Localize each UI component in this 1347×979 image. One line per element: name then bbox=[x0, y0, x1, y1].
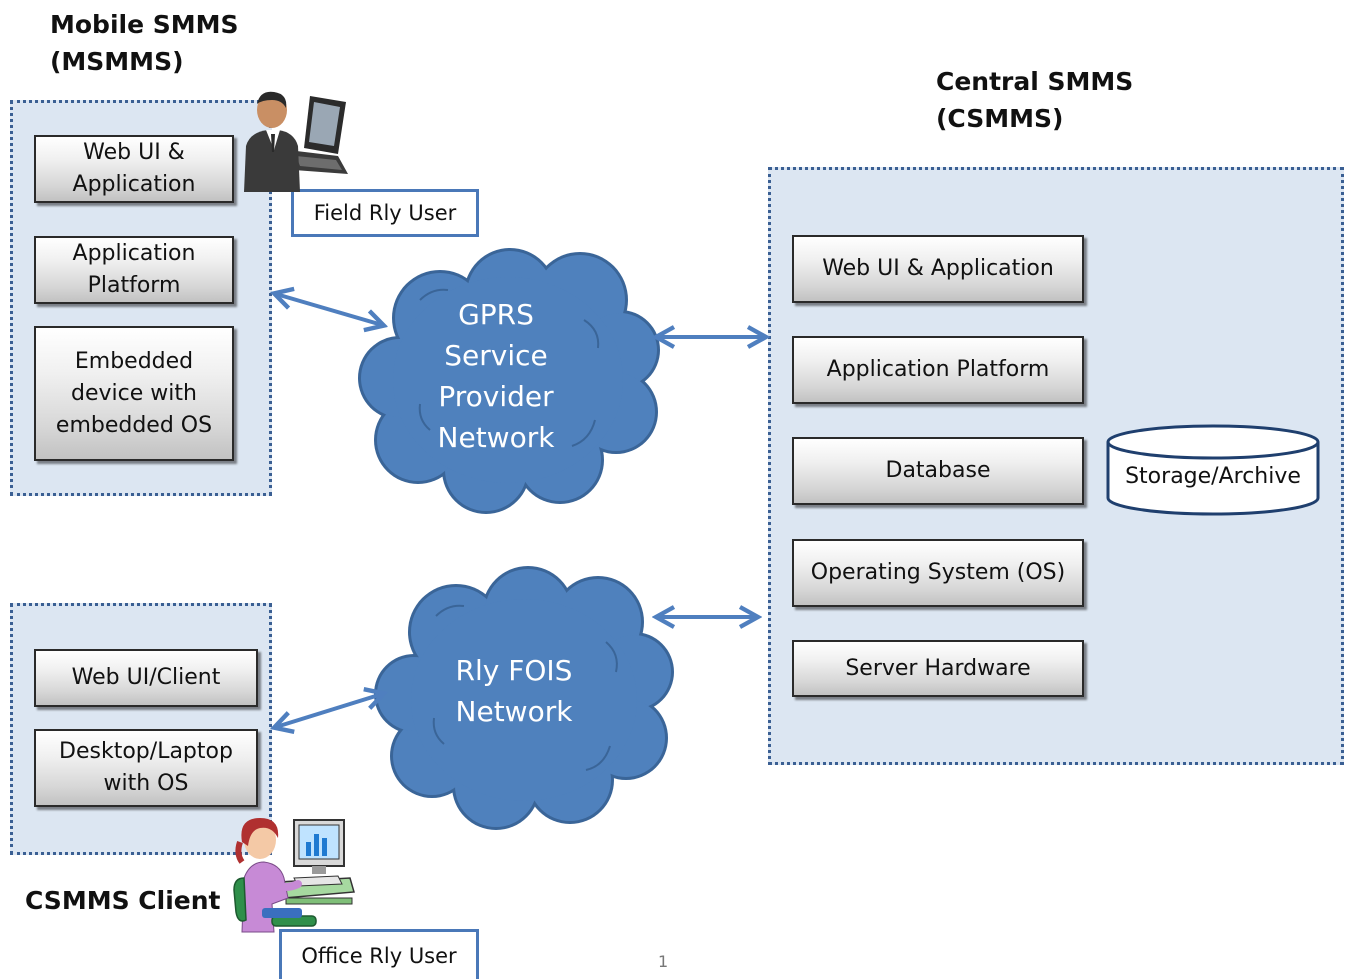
field-rly-user-label: Field Rly User bbox=[291, 189, 479, 237]
gprs-network-label: GPRS Service Provider Network bbox=[396, 294, 596, 458]
csmms-heading-line-2: (CSMMS) bbox=[936, 104, 1064, 133]
gprs-label-line-1: GPRS bbox=[458, 298, 534, 331]
gprs-label-line-3: Provider bbox=[438, 380, 554, 413]
csmms-heading: Central SMMS (CSMMS) bbox=[936, 63, 1133, 137]
fois-network-label: Rly FOIS Network bbox=[414, 650, 614, 732]
csmms-web-ui-layer: Web UI & Application bbox=[792, 235, 1084, 303]
msmms-application-platform-layer: Application Platform bbox=[34, 236, 234, 304]
client-web-ui-layer: Web UI/Client bbox=[34, 649, 258, 707]
gprs-cloud bbox=[358, 248, 660, 514]
client-desktop-laptop-layer: Desktop/Laptop with OS bbox=[34, 729, 258, 807]
gprs-label-line-4: Network bbox=[437, 421, 555, 454]
office-user-desktop-icon bbox=[232, 812, 356, 934]
fois-label-line-2: Network bbox=[455, 695, 573, 728]
csmms-application-platform-layer: Application Platform bbox=[792, 336, 1084, 404]
msmms-heading-line-2: (MSMMS) bbox=[50, 47, 184, 76]
office-rly-user-label: Office Rly User bbox=[279, 929, 479, 979]
msmms-gprs-arrow bbox=[276, 294, 382, 325]
csmms-heading-line-1: Central SMMS bbox=[936, 67, 1134, 96]
csmms-server-hardware-layer: Server Hardware bbox=[792, 640, 1084, 697]
fois-label-line-1: Rly FOIS bbox=[455, 654, 573, 687]
msmms-embedded-device-layer: Embedded device with embedded OS bbox=[34, 326, 234, 461]
csmms-database-layer: Database bbox=[792, 437, 1084, 505]
storage-cylinder-icon bbox=[1106, 424, 1320, 516]
msmms-heading: Mobile SMMS (MSMMS) bbox=[50, 6, 239, 80]
csmms-client-heading: CSMMS Client bbox=[25, 886, 221, 915]
msmms-heading-line-1: Mobile SMMS bbox=[50, 10, 239, 39]
csmms-operating-system-layer: Operating System (OS) bbox=[792, 539, 1084, 607]
storage-archive-label: Storage/Archive bbox=[1125, 464, 1301, 489]
client-fois-arrow bbox=[276, 694, 382, 727]
msmms-web-ui-layer: Web UI & Application bbox=[34, 135, 234, 203]
fois-cloud bbox=[374, 566, 674, 830]
field-user-laptop-icon bbox=[238, 88, 354, 192]
gprs-label-line-2: Service bbox=[444, 339, 548, 372]
page-number: 1 bbox=[658, 952, 669, 971]
